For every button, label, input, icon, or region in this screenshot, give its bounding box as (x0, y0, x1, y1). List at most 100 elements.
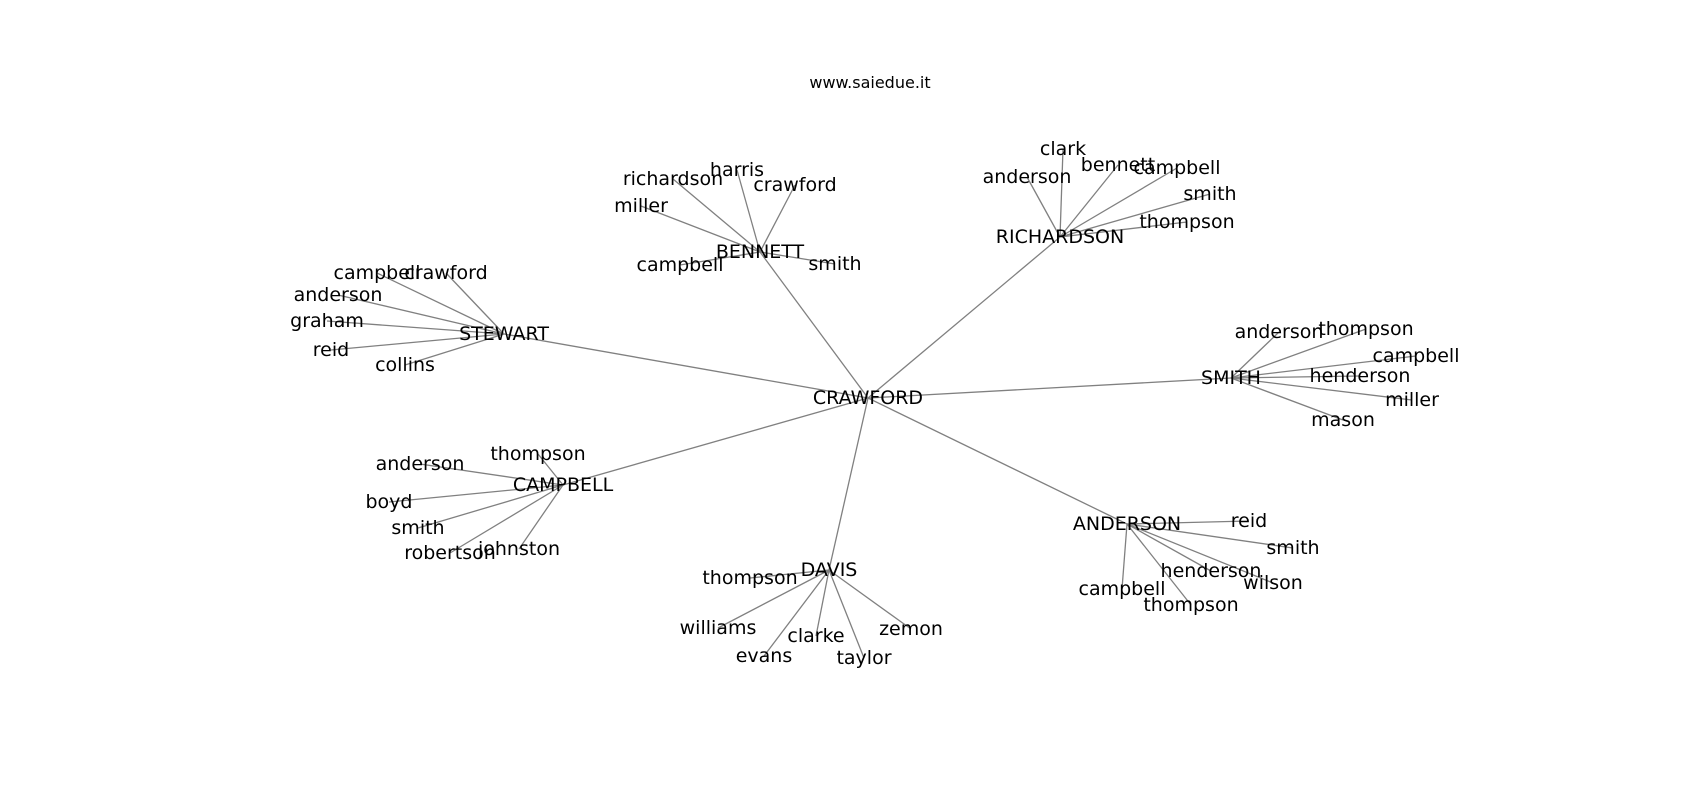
edge-smith-to-mason (1230, 377, 1344, 421)
edge-anderson-to-henderson (1126, 523, 1212, 572)
edge-bennett-to-smith (759, 251, 836, 265)
leaf-node-label-stewart-collins: collins (375, 354, 435, 376)
edge-stewart-to-collins (404, 333, 505, 366)
leaf-node-label-smith-campbell: campbell (1373, 345, 1460, 367)
leaf-node-label-smith-anderson: anderson (1235, 321, 1324, 343)
leaf-node-label-stewart-campbell: campbell (334, 262, 421, 284)
leaf-node-label-anderson-campbell: campbell (1079, 578, 1166, 600)
hub-node-label-davis: DAVIS (801, 559, 858, 581)
leaf-node-label-anderson-smith: smith (1266, 537, 1319, 559)
edge-bennett-to-harris (736, 169, 761, 253)
edge-bennett-to-richardson (672, 178, 761, 253)
hub-node-label-richardson: RICHARDSON (996, 226, 1124, 248)
leaf-node-label-anderson-reid: reid (1231, 510, 1267, 532)
edge-smith-to-campbell (1230, 355, 1417, 379)
center-node-label: CRAWFORD (813, 387, 923, 409)
edge-smith-to-henderson (1230, 375, 1361, 379)
leaf-node-label-stewart-reid: reid (313, 339, 349, 361)
edge-smith-to-thompson (1230, 328, 1367, 379)
leaf-node-label-anderson-wilson: wilson (1243, 572, 1303, 594)
leaf-node-label-bennett-harris: harris (710, 159, 764, 181)
labels-layer: CRAWFORDBENNETTrichardsonharriscrawfordm… (290, 138, 1459, 669)
leaf-node-label-campbell-thompson: thompson (490, 443, 585, 465)
edge-campbell-to-johnston (518, 484, 564, 550)
edges-layer (326, 148, 1417, 659)
edge-anderson-to-thompson (1126, 523, 1192, 606)
leaf-node-label-davis-taylor: taylor (836, 647, 891, 669)
leaf-node-label-smith-mason: mason (1311, 409, 1375, 431)
leaf-node-label-campbell-smith: smith (391, 517, 444, 539)
leaf-node-label-richardson-thompson: thompson (1139, 211, 1234, 233)
edge-richardson-to-bennett (1059, 164, 1119, 238)
edge-bennett-to-miller (640, 205, 761, 253)
leaf-node-label-stewart-anderson: anderson (294, 284, 383, 306)
edge-center-to-anderson (867, 397, 1128, 525)
edge-campbell-to-smith (417, 484, 564, 529)
edge-davis-to-zemon (828, 569, 912, 630)
edge-davis-to-williams (717, 569, 830, 629)
leaf-node-label-richardson-bennett: bennett (1081, 154, 1155, 176)
edge-stewart-to-anderson (337, 294, 505, 335)
leaf-node-label-smith-thompson: thompson (1318, 318, 1413, 340)
edge-campbell-to-thompson (537, 453, 564, 486)
edge-center-to-davis (828, 397, 869, 571)
leaf-node-label-davis-zemon: zemon (879, 618, 943, 640)
edge-campbell-to-anderson (419, 463, 564, 486)
diagram-title: www.saiedue.it (809, 73, 930, 92)
edge-richardson-to-smith (1059, 193, 1211, 238)
leaf-node-label-davis-clarke: clarke (787, 625, 844, 647)
edge-anderson-to-reid (1126, 520, 1250, 525)
hub-node-label-anderson: ANDERSON (1073, 513, 1181, 535)
leaf-node-label-campbell-anderson: anderson (376, 453, 465, 475)
edge-davis-to-thompson (749, 569, 830, 579)
hub-node-label-campbell: CAMPBELL (513, 474, 614, 496)
leaf-node-label-bennett-crawford: crawford (753, 174, 836, 196)
edge-center-to-bennett (759, 251, 869, 399)
leaf-node-label-bennett-campbell: campbell (637, 254, 724, 276)
edge-davis-to-evans (763, 569, 830, 657)
hub-node-label-bennett: BENNETT (716, 241, 805, 263)
edge-bennett-to-crawford (759, 184, 796, 253)
edge-anderson-to-campbell (1121, 523, 1128, 590)
edge-davis-to-taylor (828, 569, 865, 659)
leaf-node-label-campbell-robertson: robertson (404, 542, 496, 564)
edge-anderson-to-smith (1126, 523, 1294, 549)
edge-richardson-to-campbell (1059, 167, 1178, 238)
edge-center-to-richardson (867, 236, 1061, 399)
leaf-node-label-campbell-boyd: boyd (366, 491, 413, 513)
edge-bennett-to-campbell (679, 251, 761, 266)
leaf-node-label-richardson-campbell: campbell (1134, 157, 1221, 179)
edge-stewart-to-graham (326, 320, 505, 335)
edge-davis-to-clarke (815, 569, 830, 637)
edge-stewart-to-reid (330, 333, 505, 351)
edge-stewart-to-campbell (376, 272, 505, 335)
leaf-node-label-campbell-johnston: johnston (477, 538, 560, 560)
edge-smith-to-anderson (1230, 331, 1280, 379)
leaf-node-label-davis-thompson: thompson (702, 567, 797, 589)
edge-campbell-to-boyd (388, 484, 564, 503)
leaf-node-label-richardson-anderson: anderson (983, 166, 1072, 188)
leaf-node-label-bennett-miller: miller (614, 195, 668, 217)
edge-richardson-to-clark (1059, 148, 1064, 238)
leaf-node-label-richardson-smith: smith (1183, 183, 1236, 205)
leaf-node-label-stewart-crawford: crawford (404, 262, 487, 284)
edge-center-to-stewart (503, 333, 869, 399)
edge-smith-to-miller (1230, 377, 1413, 401)
hub-node-label-smith: SMITH (1201, 367, 1261, 389)
edge-anderson-to-wilson (1126, 523, 1274, 584)
edge-campbell-to-robertson (449, 484, 564, 554)
leaf-node-label-stewart-graham: graham (290, 310, 364, 332)
leaf-node-label-smith-miller: miller (1385, 389, 1439, 411)
leaf-node-label-anderson-thompson: thompson (1143, 594, 1238, 616)
leaf-node-label-bennett-richardson: richardson (623, 168, 723, 190)
leaf-node-label-davis-evans: evans (736, 645, 793, 667)
edge-richardson-to-anderson (1026, 176, 1061, 238)
edge-stewart-to-crawford (445, 272, 505, 335)
leaf-node-label-davis-williams: williams (680, 617, 757, 639)
leaf-node-label-bennett-smith: smith (808, 253, 861, 275)
leaf-node-label-richardson-clark: clark (1040, 138, 1086, 160)
hub-node-label-stewart: STEWART (459, 323, 549, 345)
edge-center-to-campbell (562, 397, 869, 486)
edge-center-to-smith (867, 377, 1232, 399)
